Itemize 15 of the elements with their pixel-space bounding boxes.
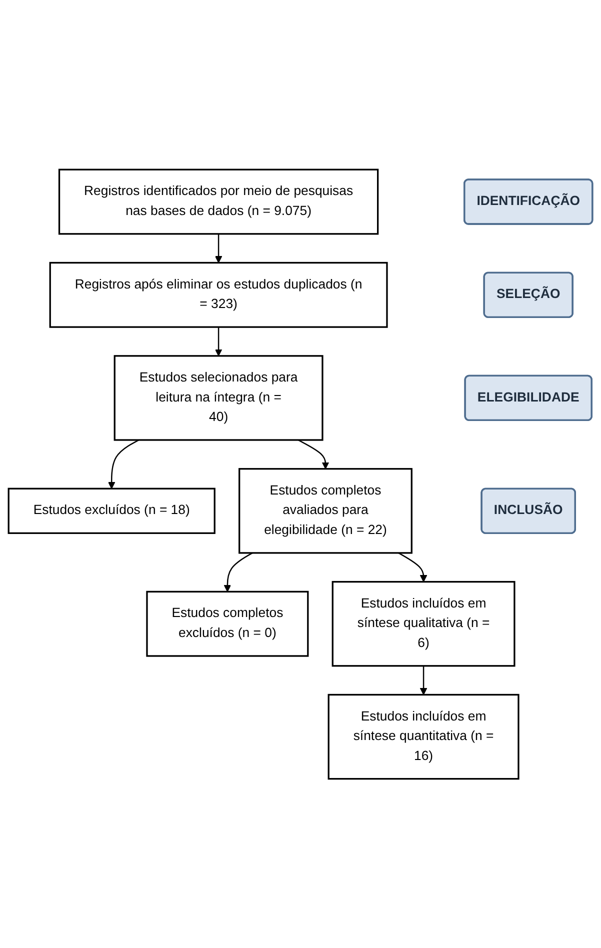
- node-box: Estudos incluídos em síntese qualitativa (n = 6): [332, 580, 516, 666]
- arrow: [214, 234, 222, 263]
- node-box: Estudos incluídos em síntese quantitativa (n = 16): [328, 694, 520, 780]
- node-box: Estudos completos excluídos (n = 0): [146, 590, 309, 657]
- node-box: Estudos selecionados para leitura na íntegra (n = 40): [114, 354, 324, 441]
- node-box: Registros identificados por meio de pesquisas nas bases de dados (n = 9.075): [58, 168, 379, 234]
- node-box: Estudos excluídos (n = 18): [8, 488, 216, 534]
- arrow: [298, 439, 330, 469]
- node-box: Estudos completos avaliados para elegibilidade (n = 22): [238, 468, 412, 554]
- arrow: [108, 439, 140, 489]
- arrow: [420, 666, 428, 695]
- arrow: [214, 326, 222, 356]
- node-box: Registros após eliminar os estudos duplicados (n = 323): [49, 262, 388, 328]
- arrow: [224, 552, 253, 592]
- arrow: [398, 552, 428, 582]
